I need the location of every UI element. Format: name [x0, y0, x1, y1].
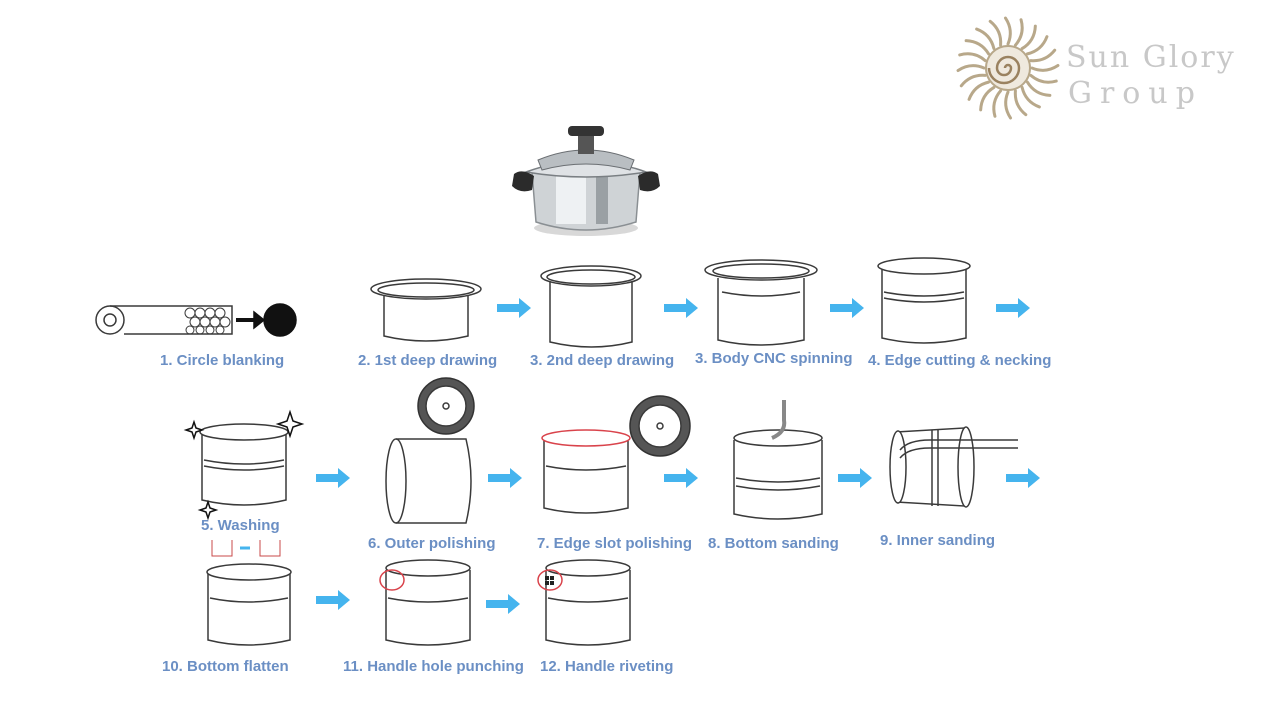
- step-label: 3. 2nd deep drawing: [530, 352, 675, 369]
- arrow-right-icon: [488, 468, 522, 488]
- sparkle-icon: [183, 419, 205, 441]
- sun-ray: [959, 73, 987, 88]
- arrow-right-icon: [838, 468, 872, 488]
- arrow-right-icon: [1006, 468, 1040, 488]
- sun-ray: [1020, 85, 1041, 109]
- washing-detail-illustration: [211, 540, 281, 557]
- sun-ray: [988, 19, 1003, 47]
- logo-text-line1: Sun Glory: [1066, 40, 1236, 75]
- step-label: 6. Outer polishing: [368, 535, 496, 552]
- step-label: 7. Edge slot polishing: [537, 535, 693, 552]
- step-label: 1. Circle blanking: [160, 352, 285, 369]
- sparkle-icon: [197, 499, 219, 521]
- step-3-illustration: [540, 265, 642, 348]
- sun-ray: [1030, 64, 1060, 72]
- step-4-illustration: [877, 257, 971, 344]
- step-label: 10. Bottom flatten: [162, 658, 289, 675]
- sun-ray: [979, 85, 996, 112]
- step-2-illustration: [370, 278, 482, 342]
- sun-ray: [992, 89, 1003, 118]
- flow-arrows: [316, 298, 1040, 614]
- step-7-illustration: [541, 395, 691, 514]
- step-label: 12. Handle riveting: [540, 658, 674, 675]
- sun-ray: [967, 80, 991, 101]
- pressure-cooker-image: [512, 126, 660, 236]
- arrow-right-icon: [316, 468, 350, 488]
- step-label: 4. Edge cutting & necking: [868, 352, 1052, 369]
- step-8-illustration: [733, 400, 823, 520]
- step-1-illustration: [95, 303, 297, 337]
- sun-ray: [1029, 73, 1058, 84]
- sun-ray: [958, 52, 987, 63]
- sparkle-icon: [275, 409, 305, 439]
- arrow-right-icon: [996, 298, 1030, 318]
- step-label: 11. Handle hole punching: [343, 658, 524, 675]
- sun-logo-icon: [956, 16, 1060, 120]
- sun-ray: [1025, 35, 1049, 56]
- arrow-right-icon: [664, 468, 698, 488]
- step-label: 3. Body CNC spinning: [695, 350, 853, 367]
- step-10-illustration: [206, 563, 292, 646]
- arrow-right-icon: [316, 590, 350, 610]
- sun-ray: [975, 27, 996, 51]
- sun-ray: [1025, 80, 1052, 97]
- step-label: 2. 1st deep drawing: [358, 352, 498, 369]
- arrow-right-icon: [830, 298, 864, 318]
- step-12-illustration: [537, 559, 631, 646]
- step-6-illustration: [385, 377, 475, 524]
- sun-ray: [1013, 18, 1024, 47]
- sun-ray: [1020, 24, 1037, 51]
- logo-text-line2: Group: [1068, 76, 1203, 111]
- step-11-illustration: [379, 559, 471, 646]
- sun-ray: [1004, 16, 1012, 46]
- sun-ray: [1004, 90, 1012, 120]
- step-5-illustration: [183, 409, 305, 521]
- blank-circles: [184, 307, 231, 335]
- arrow-right-icon: [664, 298, 698, 318]
- arrow-right-icon: [497, 298, 531, 318]
- step-label: 5. Washing: [201, 517, 280, 534]
- step-label: 9. Inner sanding: [880, 532, 996, 549]
- sun-ray: [956, 64, 986, 72]
- step-9-illustration: [889, 426, 1018, 508]
- sun-ray: [964, 39, 991, 56]
- arrow-right-icon: [486, 594, 520, 614]
- step-3b-illustration: [704, 259, 818, 346]
- step-label: 8. Bottom sanding: [708, 535, 839, 552]
- sun-ray: [1013, 89, 1028, 117]
- sun-ray: [1029, 48, 1057, 63]
